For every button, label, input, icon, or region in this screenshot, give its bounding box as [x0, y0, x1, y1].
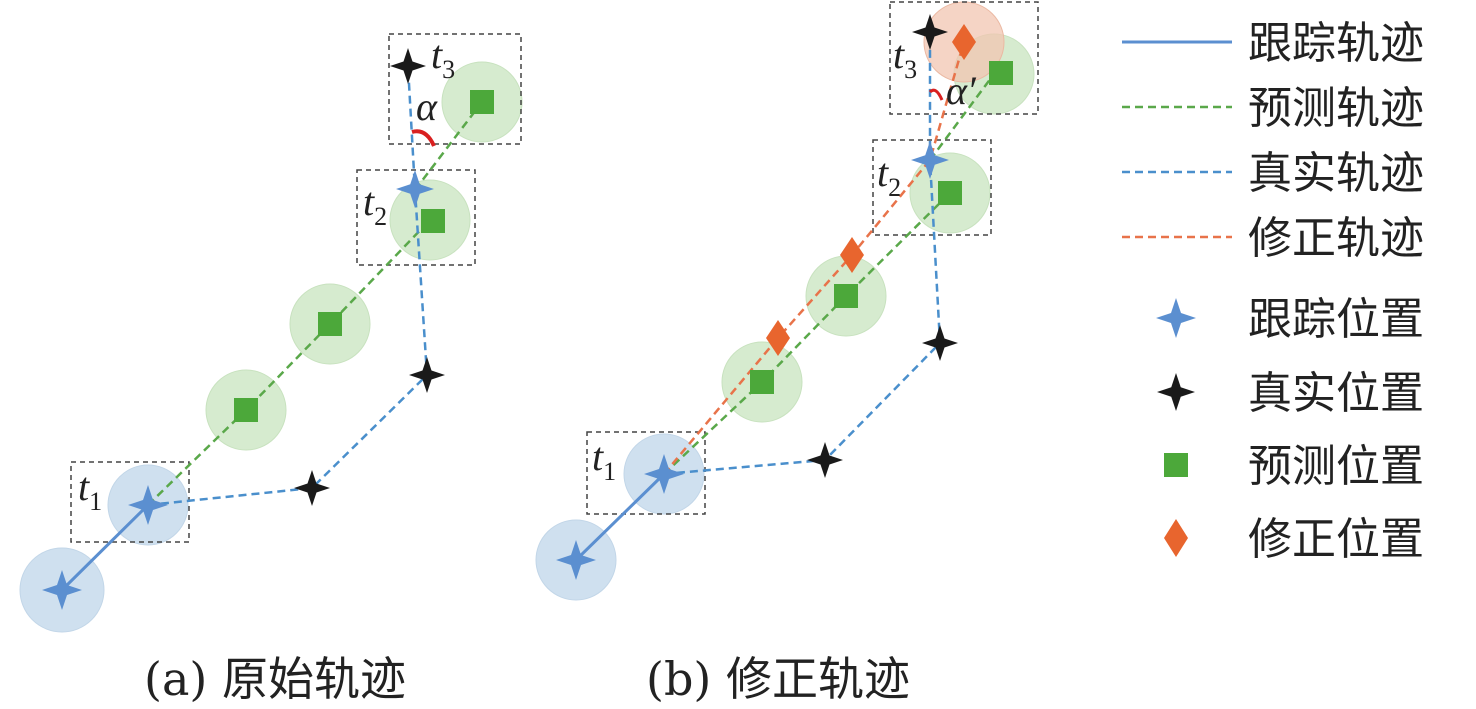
corrected-diamond: [840, 237, 864, 273]
angle-arc: [411, 129, 436, 147]
time-label-t3: t3: [431, 32, 455, 84]
panel-a: t1 t2 t3 α (a) 原始轨迹: [19, 32, 523, 706]
predicted-trajectory: [147, 219, 431, 506]
angle-arc: [928, 88, 944, 101]
panel-b: t1 t2 t3 α′ (b) 修正轨迹: [535, 1, 1039, 706]
legend-label: 真实位置: [1248, 368, 1424, 419]
legend: 跟踪轨迹 预测轨迹 真实轨迹 修正轨迹 跟踪位置 真实位置 预测位置 修正位置: [1122, 18, 1424, 565]
corrected-trajectory: [663, 41, 966, 475]
legend-swatch-corrected-position: [1164, 519, 1188, 557]
time-box-t3: [388, 33, 522, 145]
prediction-square: [470, 90, 494, 114]
time-box-t1: [586, 431, 706, 515]
legend-label: 真实轨迹: [1248, 148, 1424, 199]
legend-swatch-tracking-position: [1156, 298, 1196, 338]
caption-a: (a) 原始轨迹: [144, 652, 406, 706]
time-box-t2: [872, 139, 992, 236]
time-label-t1: t1: [592, 434, 616, 486]
legend-swatch-predicted-position: [1164, 453, 1188, 477]
prediction-square: [421, 209, 445, 233]
legend-label: 修正位置: [1248, 514, 1424, 565]
tracking-trajectory: [574, 472, 666, 562]
true-trajectory: [663, 32, 942, 476]
time-label-t2: t2: [877, 150, 901, 202]
time-label-t2: t2: [363, 179, 387, 231]
corrected-diamond: [766, 320, 790, 356]
prediction-square: [750, 370, 774, 394]
prediction-square: [938, 181, 962, 205]
predicted-trajectory-extension: [414, 101, 483, 191]
angle-label: α: [416, 84, 438, 129]
legend-label: 跟踪位置: [1248, 294, 1424, 345]
legend-label: 预测位置: [1248, 441, 1424, 492]
legend-swatch-true-position: [1157, 373, 1195, 411]
time-label-t1: t1: [78, 464, 102, 516]
angle-label: α′: [946, 68, 977, 113]
caption-b: (b) 修正轨迹: [646, 652, 910, 706]
legend-label: 预测轨迹: [1248, 83, 1424, 134]
corrected-diamond: [952, 24, 976, 60]
true-trajectory: [147, 65, 429, 507]
time-label-t3: t3: [893, 32, 917, 84]
true-star: [409, 357, 445, 393]
time-box-t2: [356, 169, 476, 266]
prediction-square: [318, 312, 342, 336]
legend-label: 修正轨迹: [1248, 213, 1424, 264]
predicted-trajectory-extension: [928, 73, 996, 161]
true-star: [807, 442, 843, 478]
true-star: [390, 48, 426, 84]
prediction-square: [989, 61, 1013, 85]
prediction-square: [834, 284, 858, 308]
tracking-trajectory: [60, 503, 150, 592]
predicted-trajectory: [663, 192, 951, 475]
legend-label: 跟踪轨迹: [1248, 18, 1424, 69]
true-star: [922, 325, 958, 361]
prediction-square: [234, 398, 258, 422]
